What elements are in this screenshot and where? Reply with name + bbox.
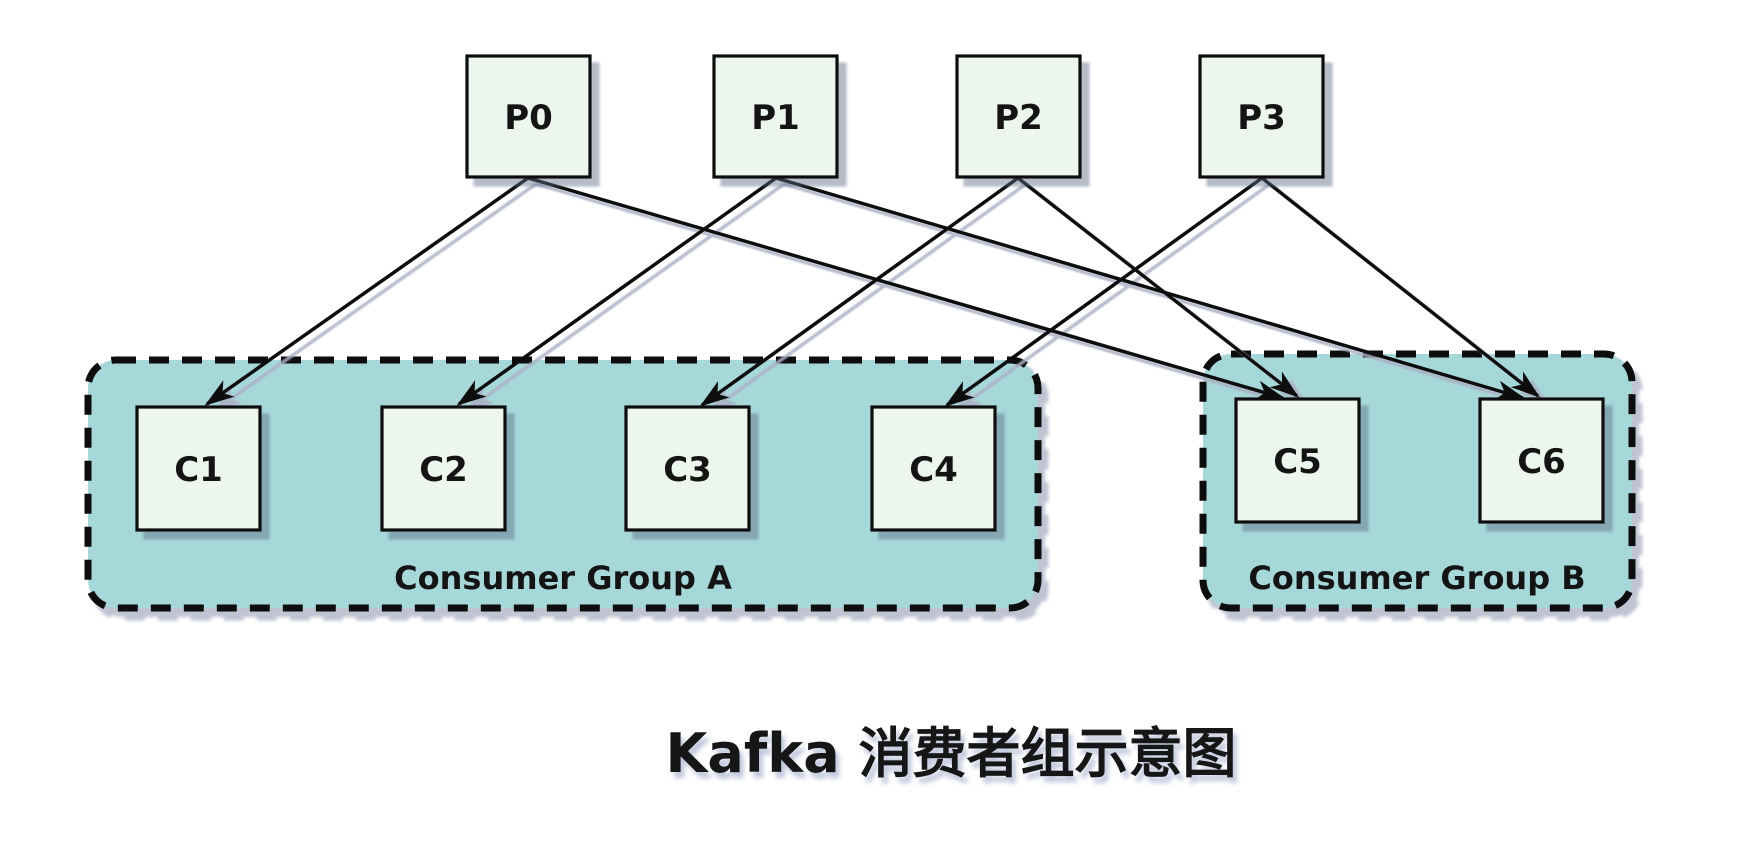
diagram-title: Kafka 消费者组示意图	[666, 722, 1237, 785]
partitions-row	[465, 54, 1325, 179]
partition-node-p0	[465, 54, 592, 179]
consumer-group-a-node-labels: C1 C2 C3 C4	[174, 450, 958, 490]
consumer-group-b-nodes	[1234, 397, 1605, 524]
consumer-label-c2: C2	[419, 450, 468, 490]
partition-label-p2: P2	[994, 98, 1043, 138]
consumer-node-c1	[135, 405, 262, 532]
edges-layer	[204, 176, 1541, 407]
consumer-group-b-node-labels: C5 C6	[1273, 442, 1566, 482]
edge-p3-c4	[944, 176, 1264, 407]
partition-node-p2	[955, 54, 1082, 179]
consumer-label-c5: C5	[1273, 442, 1322, 482]
consumer-node-c5	[1234, 397, 1361, 524]
consumer-group-b-label: Consumer Group B	[1248, 559, 1585, 597]
consumer-label-c1: C1	[174, 450, 223, 490]
partition-node-p3	[1198, 54, 1325, 179]
edge-p1-c2	[456, 176, 778, 406]
partition-label-p0: P0	[504, 98, 553, 138]
consumer-node-c2	[380, 405, 507, 532]
edge-p2-c5	[1016, 176, 1300, 398]
partition-label-p3: P3	[1237, 98, 1286, 138]
consumer-node-c4	[870, 405, 997, 532]
edge-p2-c3	[699, 176, 1020, 407]
consumer-group-a-box	[84, 356, 1042, 612]
partition-labels: P0 P1 P2 P3	[504, 98, 1286, 138]
consumer-group-a-label: Consumer Group A	[394, 559, 732, 597]
consumer-node-c6	[1478, 397, 1605, 524]
consumer-label-c6: C6	[1517, 442, 1566, 482]
consumer-label-c3: C3	[663, 450, 712, 490]
partition-label-p1: P1	[751, 98, 800, 138]
edge-p0-c1	[204, 176, 530, 406]
consumer-label-c4: C4	[909, 450, 958, 490]
partition-node-p1	[712, 54, 839, 179]
consumer-group-a-nodes	[135, 405, 997, 532]
consumer-node-c3	[624, 405, 751, 532]
edge-p1-c6	[775, 176, 1526, 400]
edge-p0-c5	[527, 176, 1286, 401]
edge-p3-c6	[1260, 176, 1541, 398]
